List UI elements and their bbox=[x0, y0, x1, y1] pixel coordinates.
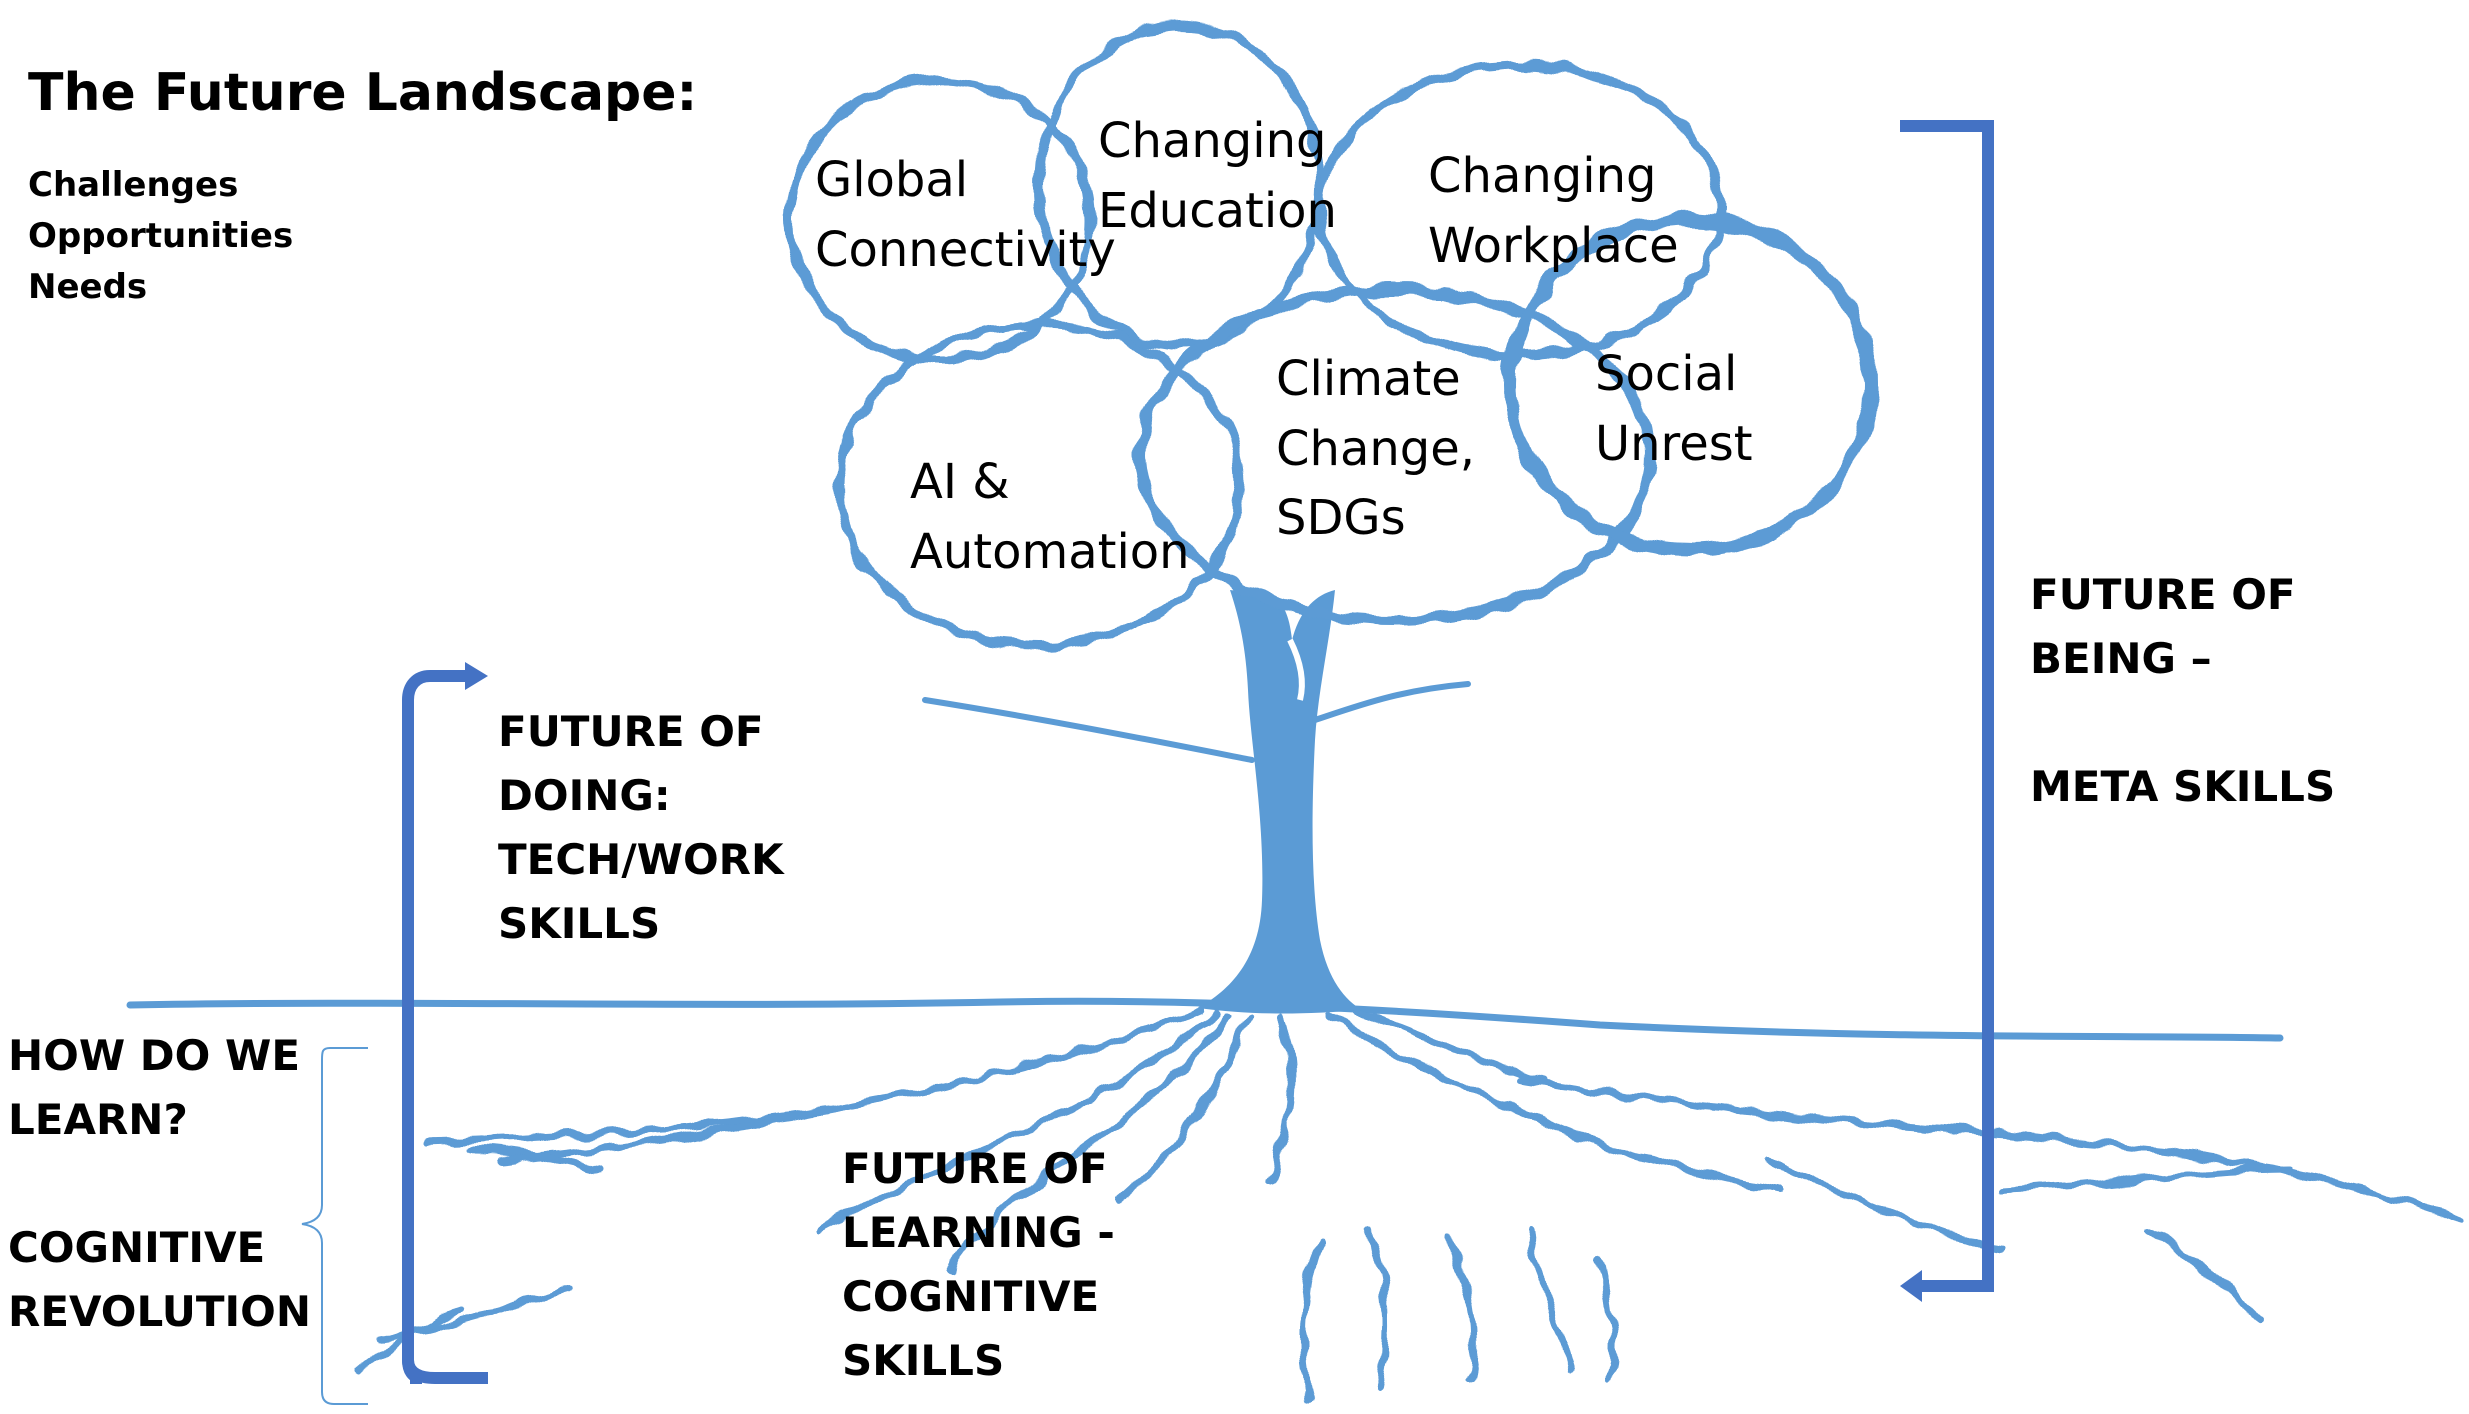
cloud-social-unrest bbox=[1503, 213, 1877, 557]
cloud-line: Changing bbox=[1098, 113, 1327, 169]
cloud-line: Change, bbox=[1276, 420, 1476, 477]
label-spacer bbox=[2030, 691, 2335, 755]
doing-bracket bbox=[402, 662, 488, 1384]
cloud-line: Social bbox=[1595, 346, 1738, 402]
label-line: LEARN? bbox=[8, 1095, 188, 1144]
cloud-global-connectivity bbox=[785, 75, 1095, 365]
cloud-label-global-connectivity: Global Connectivity bbox=[815, 146, 1116, 285]
label-line: META SKILLS bbox=[2030, 762, 2336, 811]
subtitle-item: Challenges bbox=[28, 165, 239, 205]
arrow-left-icon bbox=[1900, 1270, 1922, 1302]
label-line: FUTURE OF bbox=[842, 1144, 1108, 1193]
label-line: BEING – bbox=[2030, 634, 2212, 683]
future-of-doing-label: FUTURE OF DOING: TECH/WORK SKILLS bbox=[498, 700, 784, 956]
label-line: SKILLS bbox=[498, 899, 661, 948]
cloud-line: Changing bbox=[1428, 148, 1657, 204]
label-line: DOING: bbox=[498, 771, 671, 820]
cloud-changing-workplace bbox=[1315, 60, 1725, 360]
arrow-right-icon bbox=[465, 662, 488, 690]
label-line: COGNITIVE bbox=[842, 1272, 1100, 1321]
tree-roots bbox=[356, 1006, 2464, 1404]
subtitle-list: Challenges Opportunities Needs bbox=[28, 160, 293, 313]
cloud-line: Connectivity bbox=[815, 221, 1116, 278]
cloud-climate-change bbox=[1134, 284, 1656, 626]
subtitle-item: Opportunities bbox=[28, 216, 294, 256]
side-branches bbox=[922, 681, 1471, 763]
cloud-line: Unrest bbox=[1595, 415, 1753, 472]
label-line: TECH/WORK bbox=[498, 835, 784, 884]
label-line: FUTURE OF bbox=[2030, 570, 2296, 619]
subtitle-item: Needs bbox=[28, 267, 148, 307]
cloud-label-changing-education: Changing Education bbox=[1098, 107, 1337, 246]
label-line: LEARNING - bbox=[842, 1208, 1115, 1257]
label-line: FUTURE OF bbox=[498, 707, 764, 756]
cloud-line: Global bbox=[815, 152, 969, 208]
tree-trunk bbox=[1198, 590, 1362, 1014]
how-do-we-learn-label: HOW DO WE LEARN? COGNITIVE REVOLUTION bbox=[8, 1024, 311, 1344]
cloud-line: Workplace bbox=[1428, 217, 1679, 274]
canopy-clouds bbox=[785, 20, 1877, 650]
cloud-line: AI & bbox=[910, 454, 1010, 510]
tree-branch bbox=[1287, 638, 1305, 701]
page-title: The Future Landscape: bbox=[28, 63, 698, 123]
cloud-label-social-unrest: Social Unrest bbox=[1595, 340, 1753, 479]
cloud-ai-automation bbox=[835, 320, 1245, 650]
cloud-label-changing-workplace: Changing Workplace bbox=[1428, 142, 1679, 281]
cloud-line: Automation bbox=[910, 523, 1190, 580]
cloud-label-ai-automation: AI & Automation bbox=[910, 448, 1190, 587]
future-of-being-label: FUTURE OF BEING – META SKILLS bbox=[2030, 563, 2335, 819]
future-of-learning-label: FUTURE OF LEARNING - COGNITIVE SKILLS bbox=[842, 1137, 1115, 1393]
cloud-line: Climate bbox=[1276, 351, 1461, 407]
being-bracket bbox=[1900, 120, 1994, 1302]
learn-brace bbox=[301, 1047, 368, 1405]
label-line: SKILLS bbox=[842, 1336, 1005, 1385]
label-line: HOW DO WE bbox=[8, 1031, 301, 1080]
cloud-label-climate-change: Climate Change, SDGs bbox=[1276, 345, 1475, 554]
cloud-line: SDGs bbox=[1276, 490, 1406, 547]
cloud-line: Education bbox=[1098, 182, 1337, 239]
label-line: COGNITIVE bbox=[8, 1223, 266, 1272]
label-line: REVOLUTION bbox=[8, 1287, 312, 1336]
label-spacer bbox=[8, 1152, 311, 1216]
